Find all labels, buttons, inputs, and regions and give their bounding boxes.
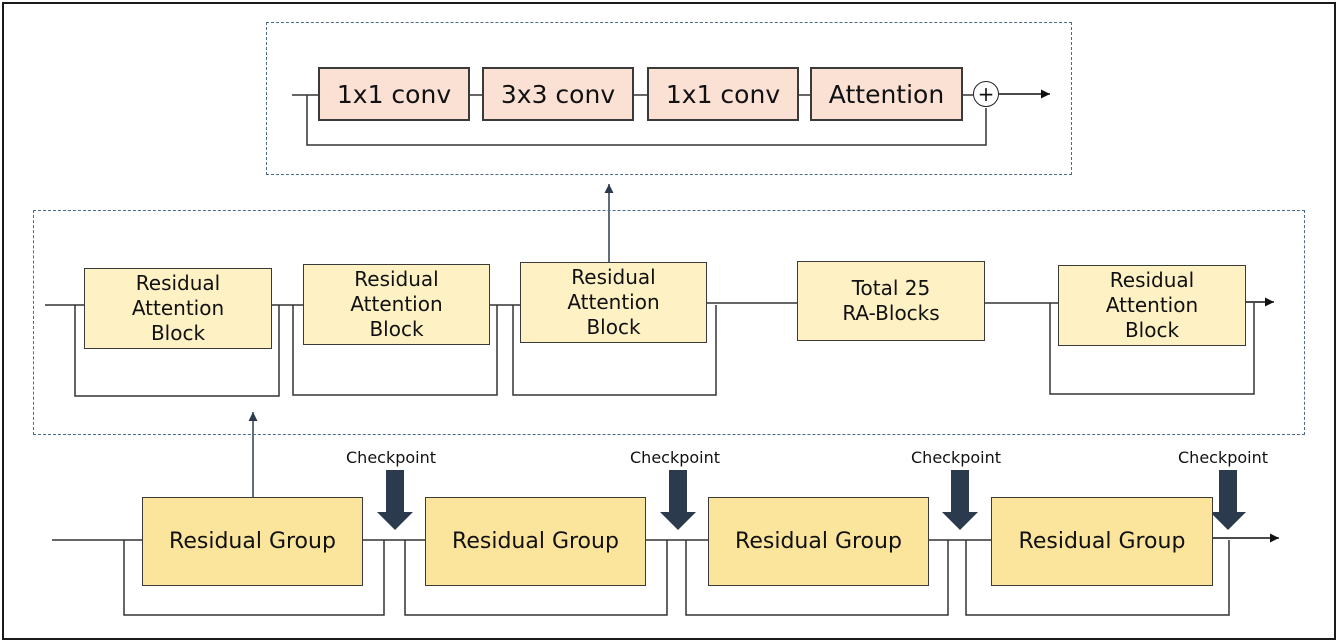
down-arrow-icon — [1210, 470, 1246, 530]
attention-block-detail-box — [266, 22, 1072, 175]
checkpoint-label: Checkpoint — [1178, 448, 1269, 467]
rab-skip-3 — [512, 305, 717, 396]
residual-group-detail-box — [33, 210, 1305, 435]
net-skip-4 — [965, 540, 1230, 616]
net-skip-1 — [123, 540, 385, 616]
down-arrow-icon — [942, 470, 978, 530]
attn-skip-line — [306, 95, 987, 146]
conv1x1-block: 1x1 conv — [318, 67, 470, 121]
down-arrow-icon — [660, 470, 696, 530]
rab-skip-1 — [74, 305, 280, 397]
conv3x3-block: 3x3 conv — [482, 67, 634, 121]
residual-group-block: Residual Group — [425, 497, 646, 586]
rab-skip-5 — [1049, 303, 1255, 395]
conv1x1-block-2: 1x1 conv — [647, 67, 799, 121]
net-skip-3 — [685, 540, 949, 616]
residual-attention-block: Residual Attention Block — [520, 262, 707, 343]
checkpoint-label: Checkpoint — [911, 448, 1002, 467]
down-arrow-icon — [377, 470, 413, 530]
residual-attention-block: Residual Attention Block — [303, 264, 490, 345]
residual-group-block: Residual Group — [142, 497, 363, 586]
residual-group-block: Residual Group — [991, 497, 1213, 586]
plus-circle-icon: + — [973, 81, 999, 107]
residual-attention-block: Residual Attention Block — [84, 268, 272, 349]
total-ra-blocks: Total 25 RA-Blocks — [797, 261, 985, 341]
net-skip-2 — [404, 540, 668, 616]
residual-attention-block: Residual Attention Block — [1058, 265, 1246, 346]
rab-skip-2 — [292, 305, 498, 396]
checkpoint-label: Checkpoint — [346, 448, 437, 467]
checkpoint-label: Checkpoint — [630, 448, 721, 467]
residual-group-block: Residual Group — [708, 497, 929, 586]
attention-layer-block: Attention — [810, 67, 963, 121]
